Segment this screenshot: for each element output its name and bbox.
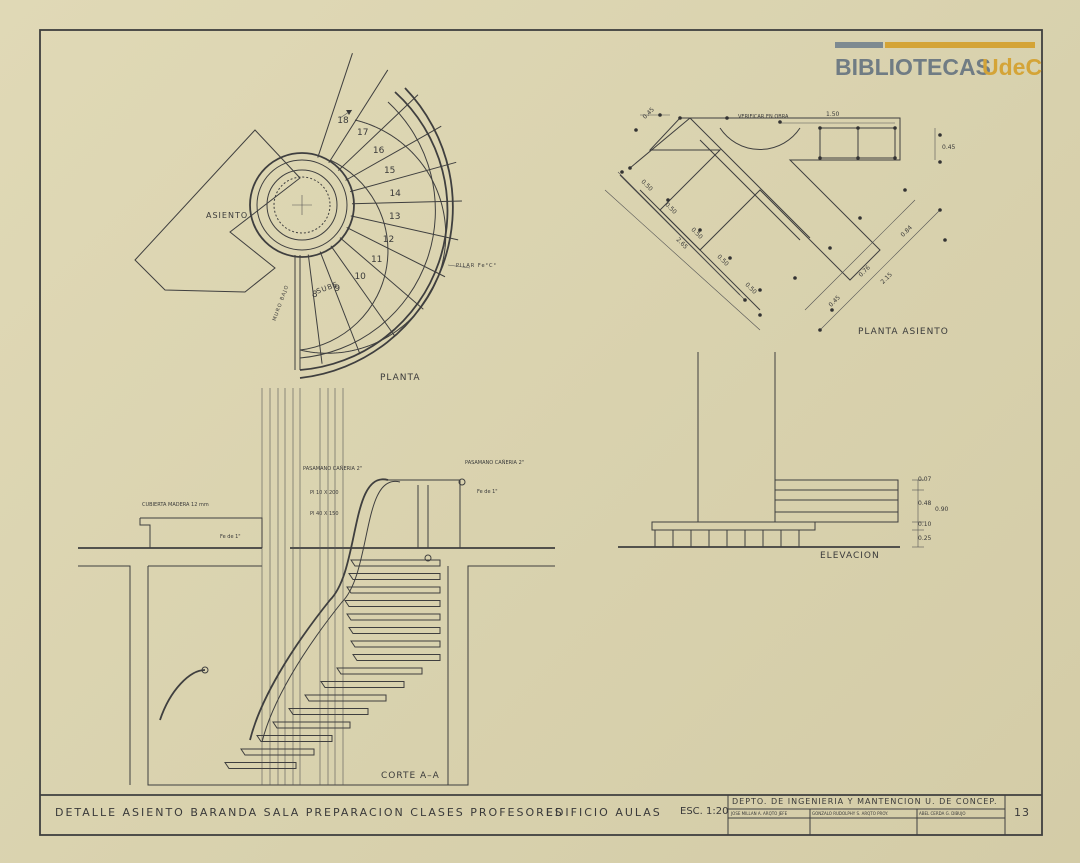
cubierta-note: CUBIERTA MADERA 12 mm (142, 502, 209, 508)
planta-asiento-drawing (604, 113, 947, 332)
title-block-frame (40, 794, 1042, 835)
asiento-wedge-shape (134, 129, 301, 293)
building-name: EDIFICIO AULAS (546, 806, 662, 819)
scale-label: ESC. 1:20 (680, 806, 729, 817)
elevacion-title: ELEVACION (820, 551, 880, 561)
pasamano-note-2: PASAMANO CAÑERIA 2" (465, 460, 525, 466)
step-number: 10 (354, 271, 366, 282)
step-number: 15 (383, 166, 396, 177)
step-number: 9 (334, 283, 341, 294)
logo-text-bibliotecas: BIBLIOTECAS (835, 54, 991, 80)
name-dibujo: ABEL CERDA G. DIBUJO (919, 811, 966, 816)
step-number: 8 (311, 289, 318, 300)
planta-plan-drawing (134, 53, 471, 379)
logo-text-udec: UdeC (982, 54, 1043, 80)
pl-note-1: Pl 10 X 200 (310, 490, 339, 496)
outer-rail-arc (299, 91, 449, 371)
step-number: 16 (372, 145, 385, 156)
verify-note: VERIFICAR EN OBRA (738, 114, 789, 120)
name-jefe: JOSE MILLAN A. ARQTO JEFE (731, 811, 788, 816)
corte-title: CORTE A–A (381, 771, 440, 781)
sheet-border (39, 29, 1043, 836)
elev-dim-4: 0.90 (935, 506, 949, 513)
elev-dim-3: 0.25 (918, 535, 932, 542)
bibliotecas-udec-logo: BIBLIOTECAS UdeC (835, 42, 1042, 82)
column-outer (249, 152, 355, 258)
pl-note-2: Pl 40 X 150 (310, 511, 339, 517)
pasamano-note-1: PASAMANO CAÑERIA 2" (303, 466, 363, 472)
fe-note-2: Fe de 1" (477, 489, 498, 495)
pilar-note: PILAR Fe°C° (456, 263, 498, 269)
step-number: 13 (389, 212, 401, 223)
elev-dim-0: 0.07 (918, 476, 932, 483)
drawing-title: DETALLE ASIENTO BARANDA SALA PREPARACION… (55, 806, 564, 819)
handrail-curve (249, 478, 389, 741)
elev-dim-2: 0.10 (918, 521, 932, 528)
step-number: 12 (382, 234, 395, 245)
fe-note-1: Fe de 1" (220, 534, 241, 540)
step-number: 14 (389, 188, 401, 199)
asiento-dim: 0.45 (942, 144, 956, 151)
elev-dim-1: 0.48 (918, 500, 932, 507)
step-number: 18 (337, 115, 349, 126)
name-proyecto: GONZALO RUDOLPHY S. ARQTO PROY. (812, 811, 889, 816)
dept-label: DEPTO. DE INGENIERIA Y MANTENCION U. DE … (732, 797, 998, 806)
elevacion-drawing (618, 352, 924, 548)
corte-section-drawing (78, 388, 555, 786)
planta-title: PLANTA (380, 373, 421, 383)
planta-asiento-title: PLANTA ASIENTO (858, 327, 949, 337)
step-number: 11 (370, 255, 383, 266)
step-number: 17 (356, 128, 369, 139)
sheet-number: 13 (1014, 806, 1030, 819)
asiento-label: ASIENTO (206, 211, 249, 220)
asiento-dim: 1.50 (826, 111, 840, 118)
